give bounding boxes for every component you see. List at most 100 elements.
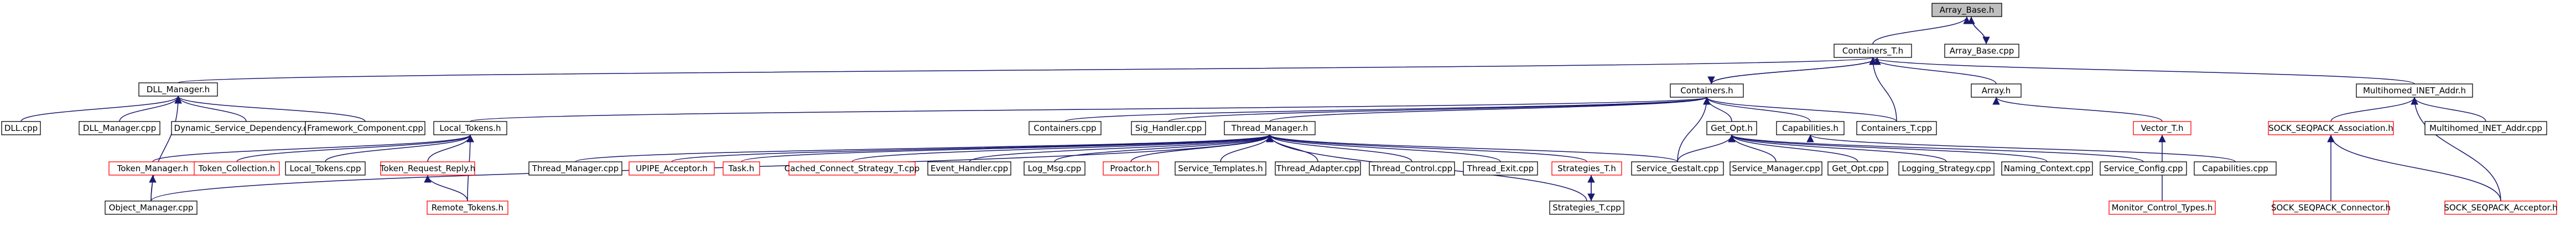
node-event-handler-cpp[interactable]: Event_Handler.cpp xyxy=(927,161,1011,176)
node-strategies-t-h[interactable]: Strategies_T.h xyxy=(1551,161,1622,176)
node-dynamic-svc-cpp[interactable]: Dynamic_Service_Dependency.cpp xyxy=(171,121,321,135)
node-label: Thread_Manager.cpp xyxy=(532,163,619,174)
node-label: Token_Manager.h xyxy=(117,163,189,174)
node-label: Local_Tokens.h xyxy=(439,123,501,134)
node-remote-tokens-h[interactable]: Remote_Tokens.h xyxy=(427,200,508,215)
node-sig-handler-cpp[interactable]: Sig_Handler.cpp xyxy=(1131,121,1206,135)
node-box xyxy=(1024,161,1086,176)
node-label: Remote_Tokens.h xyxy=(432,203,503,213)
node-service-gestalt-cpp[interactable]: Service_Gestalt.cpp xyxy=(1631,161,1724,176)
node-thread-exit-cpp[interactable]: Thread_Exit.cpp xyxy=(1463,161,1538,176)
node-array-base-h[interactable]: Array_Base.h xyxy=(1931,3,2002,17)
node-box xyxy=(629,161,715,176)
edge-containers-t-cpp-to-containers-t-h xyxy=(1869,57,1897,122)
edge-token-manager-h-to-local-tokens-h xyxy=(152,134,474,162)
node-monitor-control-h[interactable]: Monitor_Control_Types.h xyxy=(2108,200,2216,215)
edge-get-opt-cpp-to-get-opt-h xyxy=(1728,134,1858,162)
node-label: Get_Opt.cpp xyxy=(1832,163,1884,174)
node-local-tokens-cpp[interactable]: Local_Tokens.cpp xyxy=(285,161,366,176)
edge-thread-manager-h-to-containers-h xyxy=(1269,97,1711,122)
node-box xyxy=(2001,161,2093,176)
node-task-h[interactable]: Task.h xyxy=(723,161,760,176)
node-object-manager-cpp[interactable]: Object_Manager.cpp xyxy=(105,200,198,215)
node-array-base-cpp[interactable]: Array_Base.cpp xyxy=(1944,44,2019,58)
node-label: DLL.cpp xyxy=(4,123,38,133)
node-array-h[interactable]: Array.h xyxy=(1971,83,2022,98)
node-log-msg-cpp[interactable]: Log_Msg.cpp xyxy=(1024,161,1086,176)
node-label: Containers.cpp xyxy=(1033,123,1096,133)
node-box xyxy=(1931,3,2002,17)
node-sock-assoc-h[interactable]: SOCK_SEQPACK_Association.h xyxy=(2268,121,2394,135)
node-box xyxy=(79,121,160,135)
node-local-tokens-h[interactable]: Local_Tokens.h xyxy=(433,121,507,135)
node-vector-t-h[interactable]: Vector_T.h xyxy=(2133,121,2191,135)
edge-containers-cpp-to-containers-h xyxy=(1064,97,1711,122)
node-containers-t-h[interactable]: Containers_T.h xyxy=(1834,44,1912,58)
node-get-opt-h[interactable]: Get_Opt.h xyxy=(1706,121,1757,135)
node-box xyxy=(2108,200,2216,215)
node-box xyxy=(2194,161,2277,176)
node-label: Containers_T.h xyxy=(1842,46,1903,56)
node-capabilities-cpp[interactable]: Capabilities.cpp xyxy=(2194,161,2277,176)
node-box xyxy=(105,200,198,215)
node-box xyxy=(305,121,425,135)
edge-logging-strategy-cpp-to-get-opt-h xyxy=(1728,134,1947,162)
node-service-templates-h[interactable]: Service_Templates.h xyxy=(1175,161,1266,176)
node-dll-manager-cpp[interactable]: DLL_Manager.cpp xyxy=(79,121,160,135)
node-sock-connector-h[interactable]: SOCK_SEQPACK_Connector.h xyxy=(2271,200,2391,215)
node-proactor-h[interactable]: Proactor.h xyxy=(1103,161,1159,176)
node-framework-cpp[interactable]: Framework_Component.cpp xyxy=(305,121,425,135)
node-naming-context-cpp[interactable]: Naming_Context.cpp xyxy=(2001,161,2093,176)
node-thread-manager-cpp[interactable]: Thread_Manager.cpp xyxy=(528,161,622,176)
node-label: Multihomed_INET_Addr.h xyxy=(2363,86,2466,96)
node-label: Thread_Exit.cpp xyxy=(1467,163,1534,174)
edge-sock-acceptor-h-to-sock-assoc-h xyxy=(2327,134,2501,202)
edge-dll-manager-cpp-to-dll-manager-h xyxy=(119,96,182,122)
node-label: Dynamic_Service_Dependency.cpp xyxy=(174,123,319,134)
node-service-manager-cpp[interactable]: Service_Manager.cpp xyxy=(1730,161,1822,176)
edge-capabilities-cpp-to-capabilities-h xyxy=(1806,134,2236,162)
node-service-config-cpp[interactable]: Service_Config.cpp xyxy=(2100,161,2187,176)
node-label: Service_Manager.cpp xyxy=(1732,163,1820,174)
node-dll-manager-h[interactable]: DLL_Manager.h xyxy=(138,82,218,97)
node-box xyxy=(433,121,507,135)
node-thread-control-cpp[interactable]: Thread_Control.cpp xyxy=(1369,161,1455,176)
edge-containers-t-h-to-array-base-h xyxy=(1872,16,1971,45)
node-label: Containers.h xyxy=(1680,86,1733,96)
node-thread-adapter-cpp[interactable]: Thread_Adapter.cpp xyxy=(1275,161,1361,176)
node-box xyxy=(2268,121,2394,135)
node-dll-cpp[interactable]: DLL.cpp xyxy=(1,121,41,135)
node-logging-strategy-cpp[interactable]: Logging_Strategy.cpp xyxy=(1898,161,1995,176)
node-label: DLL_Manager.cpp xyxy=(83,123,156,134)
node-label: Service_Config.cpp xyxy=(2104,163,2183,174)
node-box xyxy=(2356,83,2473,98)
node-multihomed-h[interactable]: Multihomed_INET_Addr.h xyxy=(2356,83,2473,98)
edge-object-manager-cpp-to-token-manager-h xyxy=(149,175,157,202)
node-multihomed-cpp[interactable]: Multihomed_INET_Addr.cpp xyxy=(2424,121,2547,135)
node-label: Capabilities.h xyxy=(1782,123,1838,133)
node-capabilities-h[interactable]: Capabilities.h xyxy=(1776,121,1845,135)
edge-multihomed-cpp-to-multihomed-h xyxy=(2411,97,2486,122)
node-box xyxy=(1706,121,1757,135)
node-box xyxy=(285,161,366,176)
node-containers-cpp[interactable]: Containers.cpp xyxy=(1029,121,1102,135)
node-box xyxy=(1224,121,1316,135)
edge-local-tokens-h-to-containers-h xyxy=(470,97,1710,122)
node-upipe-acceptor-h[interactable]: UPIPE_Acceptor.h xyxy=(629,161,715,176)
node-thread-manager-h[interactable]: Thread_Manager.h xyxy=(1224,121,1316,135)
node-box xyxy=(1275,161,1361,176)
node-cached-connect-cpp[interactable]: Cached_Connect_Strategy_T.cpp xyxy=(785,161,920,176)
node-token-request-h[interactable]: Token_Request_Reply.h xyxy=(380,161,475,176)
node-label: Get_Opt.h xyxy=(1711,123,1753,134)
node-containers-h[interactable]: Containers.h xyxy=(1670,83,1744,98)
node-token-manager-h[interactable]: Token_Manager.h xyxy=(108,161,197,176)
node-get-opt-cpp[interactable]: Get_Opt.cpp xyxy=(1827,161,1888,176)
node-token-collection-h[interactable]: Token_Collection.h xyxy=(194,161,280,176)
edge-dll-manager-h-to-containers-t-h xyxy=(178,57,1876,83)
edge-event-handler-cpp-to-thread-manager-h xyxy=(969,134,1274,162)
edge-dynamic-svc-cpp-to-dll-manager-h xyxy=(174,96,247,122)
node-containers-t-cpp[interactable]: Containers_T.cpp xyxy=(1856,121,1937,135)
node-strategies-t-cpp[interactable]: Strategies_T.cpp xyxy=(1549,200,1624,215)
node-sock-acceptor-h[interactable]: SOCK_SEQPACK_Acceptor.h xyxy=(2444,200,2558,215)
